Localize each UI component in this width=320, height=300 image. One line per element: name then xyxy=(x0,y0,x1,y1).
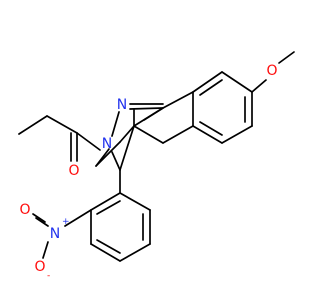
carbonyl-oxygen-label: O xyxy=(68,163,79,179)
nitro-nitrogen-charge: + xyxy=(62,217,70,227)
pyrazole-n2-label: N xyxy=(102,136,112,152)
nitrophenyl-ring xyxy=(90,169,151,262)
aromatic-ring-methoxy xyxy=(192,71,253,144)
methoxy-group: O xyxy=(251,51,295,93)
nitro-oxygen-minus-charge: - xyxy=(47,271,50,281)
nitro-oxygen-double-label: O xyxy=(19,202,30,218)
nitro-group: N + O - O xyxy=(19,202,92,281)
pyrazoline-ring xyxy=(95,107,164,167)
methoxy-oxygen-label: O xyxy=(266,63,277,79)
nitro-nitrogen-label: N xyxy=(50,226,60,242)
cyclohexene-ring xyxy=(133,91,194,144)
molecule-structure-diagram: O N N O xyxy=(18,51,295,281)
pyrazole-nitrogens: N N xyxy=(102,97,164,171)
propanoyl-group: O xyxy=(18,115,101,179)
nitro-oxygen-minus-label: O xyxy=(34,259,45,275)
pyrazole-n1-label: N xyxy=(117,97,127,113)
